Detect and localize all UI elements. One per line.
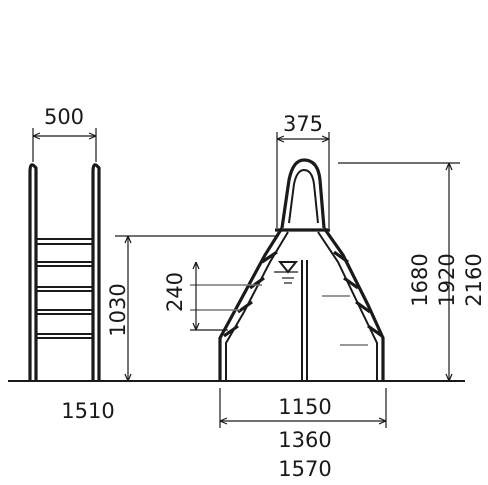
pool-ladder-front-view: 500 1510 bbox=[28, 105, 115, 423]
dim-heights: 1680 1920 2160 bbox=[338, 162, 486, 382]
stair-left-stringer bbox=[218, 227, 284, 381]
dim-height-1920-label: 1920 bbox=[435, 253, 459, 306]
ladder-left-rail bbox=[28, 163, 38, 381]
ladder-treads bbox=[36, 238, 93, 339]
dim-height-1680-label: 1680 bbox=[408, 253, 432, 306]
dim-base-1570-label: 1570 bbox=[278, 457, 331, 481]
stair-steps-left bbox=[223, 250, 278, 338]
dim-1030: 1030 bbox=[106, 235, 277, 382]
dim-base-1360-label: 1360 bbox=[278, 428, 331, 452]
ladder-right-rail bbox=[91, 163, 101, 381]
dim-240: 240 bbox=[163, 261, 228, 331]
pool-stair-side-view bbox=[190, 158, 385, 381]
stair-steps-right bbox=[333, 250, 383, 338]
dim-375: 375 bbox=[276, 112, 330, 228]
dim-375-label: 375 bbox=[283, 112, 323, 136]
dim-1510-label: 1510 bbox=[61, 399, 114, 423]
water-level-marker bbox=[274, 261, 299, 284]
stair-right-stringer bbox=[322, 227, 385, 381]
dim-500-label: 500 bbox=[44, 105, 84, 129]
handrail-loop bbox=[280, 158, 326, 229]
dim-height-2160-label: 2160 bbox=[462, 253, 486, 306]
dim-base-widths: 1150 1360 1570 bbox=[219, 388, 387, 481]
dim-base-1150-label: 1150 bbox=[278, 395, 331, 419]
dim-240-label: 240 bbox=[163, 272, 187, 312]
dim-1030-label: 1030 bbox=[106, 283, 130, 336]
